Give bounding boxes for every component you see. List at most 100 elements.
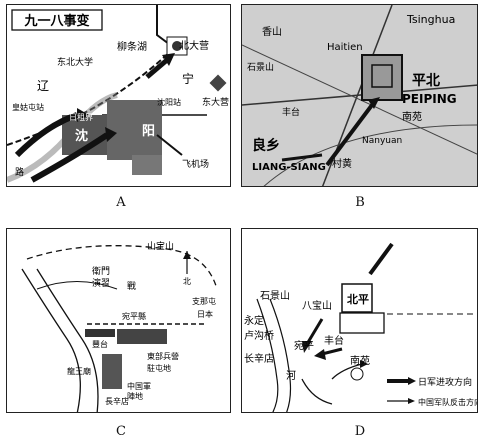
label-haitien: Haitien [327, 42, 363, 53]
china-arrow-2 [301, 378, 333, 405]
panel-d-svg: 石景山 八宝山 北平 永定 卢沟桥 丰台 宛平 长辛店 河 南苑 日军进攻方向 … [244, 242, 478, 412]
beiping-box [341, 283, 373, 313]
attack-arrow-3 [145, 58, 169, 79]
label-airport: 飞机场 [182, 158, 209, 170]
caption-d: D [354, 424, 366, 439]
river-d-right [269, 298, 292, 412]
town-block-2 [102, 354, 122, 389]
label-hsiang: 香山 [262, 26, 282, 38]
label-d-lugou: 卢沟桥 [244, 329, 274, 342]
caption-a: A [116, 195, 126, 210]
label-c-longwang: 龍王廟 [67, 366, 91, 376]
label-liangxiang-zh: 良乡 [252, 137, 280, 154]
river-d-left [256, 298, 279, 412]
label-liangxiang-en: LIANG-SIANG [252, 162, 326, 173]
panel-b-map: Tsinghua PEIPING 平北 南苑 Nanyuan 良乡 LIANG-… [241, 4, 478, 187]
label-dongbei-daxue: 东北大学 [57, 56, 93, 68]
label-tsinghua: Tsinghua [406, 13, 455, 26]
label-nanyuan-zh: 南苑 [402, 110, 422, 123]
panel-c-map: 山宝山 衛門 演習 戰 支那屯 日本 宛平縣 豐台 東部兵營 駐屯地 龍王廟 長… [6, 228, 231, 413]
label-peiping: PEIPING [402, 92, 457, 106]
label-huanggu-station: 皇姑屯站 [12, 102, 44, 112]
label-nanyuan-en: Nanyuan [362, 136, 402, 146]
label-dongdaying: 东大营 [202, 96, 229, 108]
label-d-beiping: 北平 [347, 292, 369, 306]
label-liao: 辽 [37, 79, 49, 93]
city-block-3 [132, 155, 162, 175]
label-c-zhongguo: 中国軍 [127, 381, 151, 391]
road-4 [263, 124, 477, 186]
attack-arrowhead-1 [77, 108, 89, 122]
panel-a-svg: 九一八事变 柳条湖 北大营 东北大学 辽 宁 皇姑屯站 沈阳站 东大营 沈 阳 [7, 5, 229, 183]
label-road: 路 [15, 166, 24, 178]
label-c-junshi-3: 戰 [127, 280, 136, 292]
label-shenyang-station: 沈阳站 [157, 97, 181, 107]
road-1 [242, 84, 477, 106]
japan-arrow-1 [368, 242, 394, 276]
legend-china-arrowhead [408, 398, 415, 404]
label-c-changxin: 長辛店 [105, 396, 129, 406]
beidaying-icon [172, 41, 182, 51]
caption-b: B [355, 195, 365, 210]
city-block-2 [107, 100, 162, 160]
arrowhead-b-1 [368, 97, 380, 109]
label-c-sheng: 豐台 [92, 339, 108, 349]
legend-japan-label: 日军进攻方向 [418, 376, 472, 388]
label-d-fengtai: 丰台 [324, 334, 344, 347]
label-cun: 村黄 [332, 157, 352, 170]
river-right [36, 268, 99, 412]
label-d-he: 河 [286, 370, 296, 382]
label-d-yongding: 永定 [244, 314, 264, 327]
label-c-zhenzhong: 駐屯地 [147, 363, 171, 373]
japan-arrowhead-2 [302, 341, 312, 353]
label-c-dongbu: 東部兵營 [147, 351, 179, 361]
japan-arrowhead-3 [314, 349, 326, 360]
label-liutiaohu: 柳条湖 [117, 40, 147, 53]
label-c-shanding: 山宝山 [147, 240, 174, 252]
panel-a-title: 九一八事变 [23, 13, 89, 29]
arrow-b-2 [281, 153, 323, 162]
label-ning: 宁 [182, 71, 194, 86]
panel-b-svg: Tsinghua PEIPING 平北 南苑 Nanyuan 良乡 LIANG-… [242, 5, 477, 186]
panel-d-map: 石景山 八宝山 北平 永定 卢沟桥 丰台 宛平 长辛店 河 南苑 日军进攻方向 … [241, 228, 478, 413]
boundary-dashed [26, 245, 218, 290]
label-ping-zh: 平北 [412, 73, 440, 89]
label-beidaying: 北大营 [179, 39, 209, 52]
label-c-bing: 陣地 [127, 391, 143, 401]
label-c-yanwanglu: 宛平縣 [122, 311, 146, 321]
nanyuan-marker [350, 367, 364, 381]
china-arrow-1 [331, 363, 363, 380]
label-c-riben: 日本 [197, 309, 213, 319]
label-c-zhidian: 支那屯 [192, 296, 216, 306]
label-c-junshi-2: 演習 [92, 277, 110, 289]
peiping-inner [371, 64, 393, 88]
attack-arrow-1 [14, 112, 78, 158]
legend-china-label: 中国军队反击方向 [418, 397, 478, 407]
north-arrowhead [183, 251, 191, 259]
attack-arrowhead-3 [162, 53, 175, 66]
label-jiuzhan: 日租界 [69, 113, 93, 122]
bridge [85, 329, 115, 337]
arrow-b-1 [325, 103, 374, 167]
label-d-nanyuan: 南苑 [350, 354, 370, 367]
panel-a-title-box [11, 9, 103, 31]
label-d-changxindian: 长辛店 [244, 352, 274, 365]
label-c-north: 北 [183, 277, 191, 286]
road-3 [242, 44, 477, 155]
panel-c-svg: 山宝山 衛門 演習 戰 支那屯 日本 宛平縣 豐台 東部兵營 駐屯地 龍王廟 長… [21, 240, 218, 412]
label-fengtai: 丰台 [282, 106, 300, 118]
peiping-city [361, 54, 403, 101]
label-d-wanping: 宛平 [294, 339, 314, 352]
terrain-line [36, 281, 118, 290]
airport-arrow [156, 134, 183, 156]
caption-c: C [116, 424, 126, 439]
label-c-junshi-1: 衛門 [92, 265, 110, 277]
label-d-babaoshan: 八宝山 [302, 299, 332, 312]
attack-arrowhead-2 [105, 127, 117, 142]
river-left [21, 268, 81, 412]
dongdaying-marker [209, 74, 227, 92]
label-shen: 沈 [75, 128, 88, 144]
label-d-shijingshan: 石景山 [260, 290, 290, 302]
legend-japan-arrowhead [408, 377, 416, 385]
japan-arrow-2 [305, 318, 324, 345]
